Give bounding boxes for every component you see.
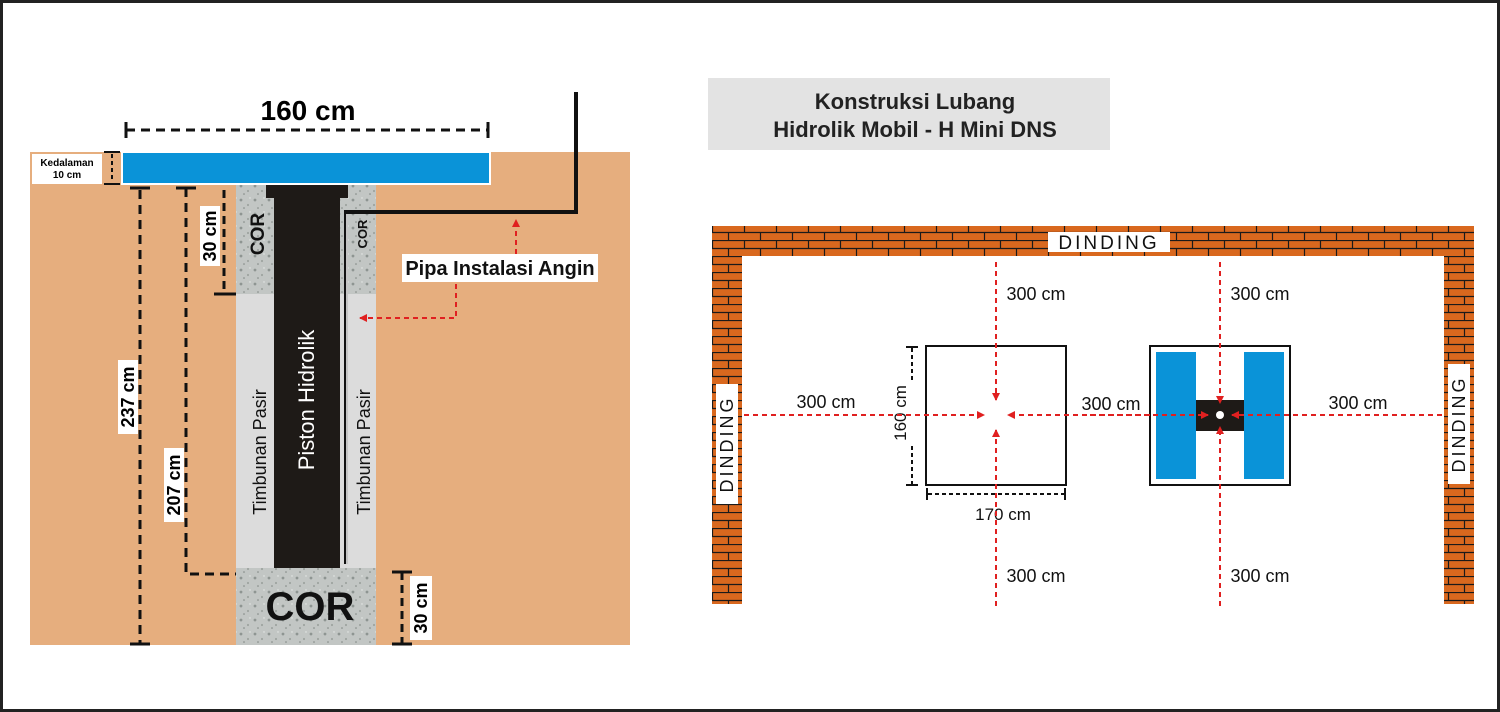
bottom-concrete: [236, 568, 376, 645]
depth-label-line1: Kedalaman: [40, 158, 93, 169]
pit-height-label: 160 cm: [891, 385, 910, 441]
title-line2: Hidrolik Mobil - H Mini DNS: [773, 117, 1057, 142]
wall-right-label: DINDING: [1449, 376, 1469, 473]
pipe-arrow-left: [359, 284, 457, 322]
dist-left: 300 cm: [796, 392, 855, 412]
dist-middle: 300 cm: [1081, 394, 1140, 414]
wall-top-label: DINDING: [1058, 233, 1159, 254]
top-cor-right-label: COR: [355, 219, 370, 249]
piston-label: Piston Hidrolik: [294, 329, 319, 471]
pipe-label-box: [402, 254, 598, 282]
car-lift-plate: [121, 151, 491, 185]
piston-body: [274, 196, 340, 568]
top-cor-left-label: COR: [248, 213, 269, 256]
bottom-cor-depth-label: 30 cm: [411, 582, 431, 633]
top-cor-depth-label: 30 cm: [200, 210, 220, 261]
total-depth-label: 237 cm: [118, 366, 138, 427]
piston-cap: [266, 182, 348, 198]
dist-bottom-right: 300 cm: [1230, 566, 1289, 586]
depth-label-line2: 10 cm: [53, 170, 81, 181]
depth-label-box: [32, 154, 102, 184]
dist-top-right: 300 cm: [1230, 284, 1289, 304]
inner-depth-dim: [184, 188, 236, 576]
lift-center-hole: [1216, 411, 1224, 419]
bottom-cor-label: COR: [266, 585, 355, 629]
plan-view: DINDING DINDING DINDING 160 cm 170 cm: [712, 226, 1474, 606]
dist-right: 300 cm: [1328, 393, 1387, 413]
cross-section: 160 cm Kedalaman 10 cm 237 cm 207 cm 30 …: [30, 92, 630, 646]
dist-top-left: 300 cm: [1006, 284, 1065, 304]
title-line1: Konstruksi Lubang: [815, 89, 1015, 114]
pipe-label: Pipa Instalasi Angin: [405, 258, 594, 280]
air-pipe: [344, 92, 578, 564]
title-box: [708, 78, 1110, 150]
pit-width-label: 170 cm: [975, 505, 1031, 524]
dist-bottom-left: 300 cm: [1006, 566, 1065, 586]
inner-depth-label: 207 cm: [164, 454, 184, 515]
width-label: 160 cm: [261, 95, 356, 126]
title-block: Konstruksi Lubang Hidrolik Mobil - H Min…: [708, 78, 1110, 150]
sand-left-label: Timbunan Pasir: [250, 389, 270, 514]
wall-left-label: DINDING: [717, 396, 737, 493]
sand-right-label: Timbunan Pasir: [354, 389, 374, 514]
distance-lines: [744, 262, 1442, 606]
